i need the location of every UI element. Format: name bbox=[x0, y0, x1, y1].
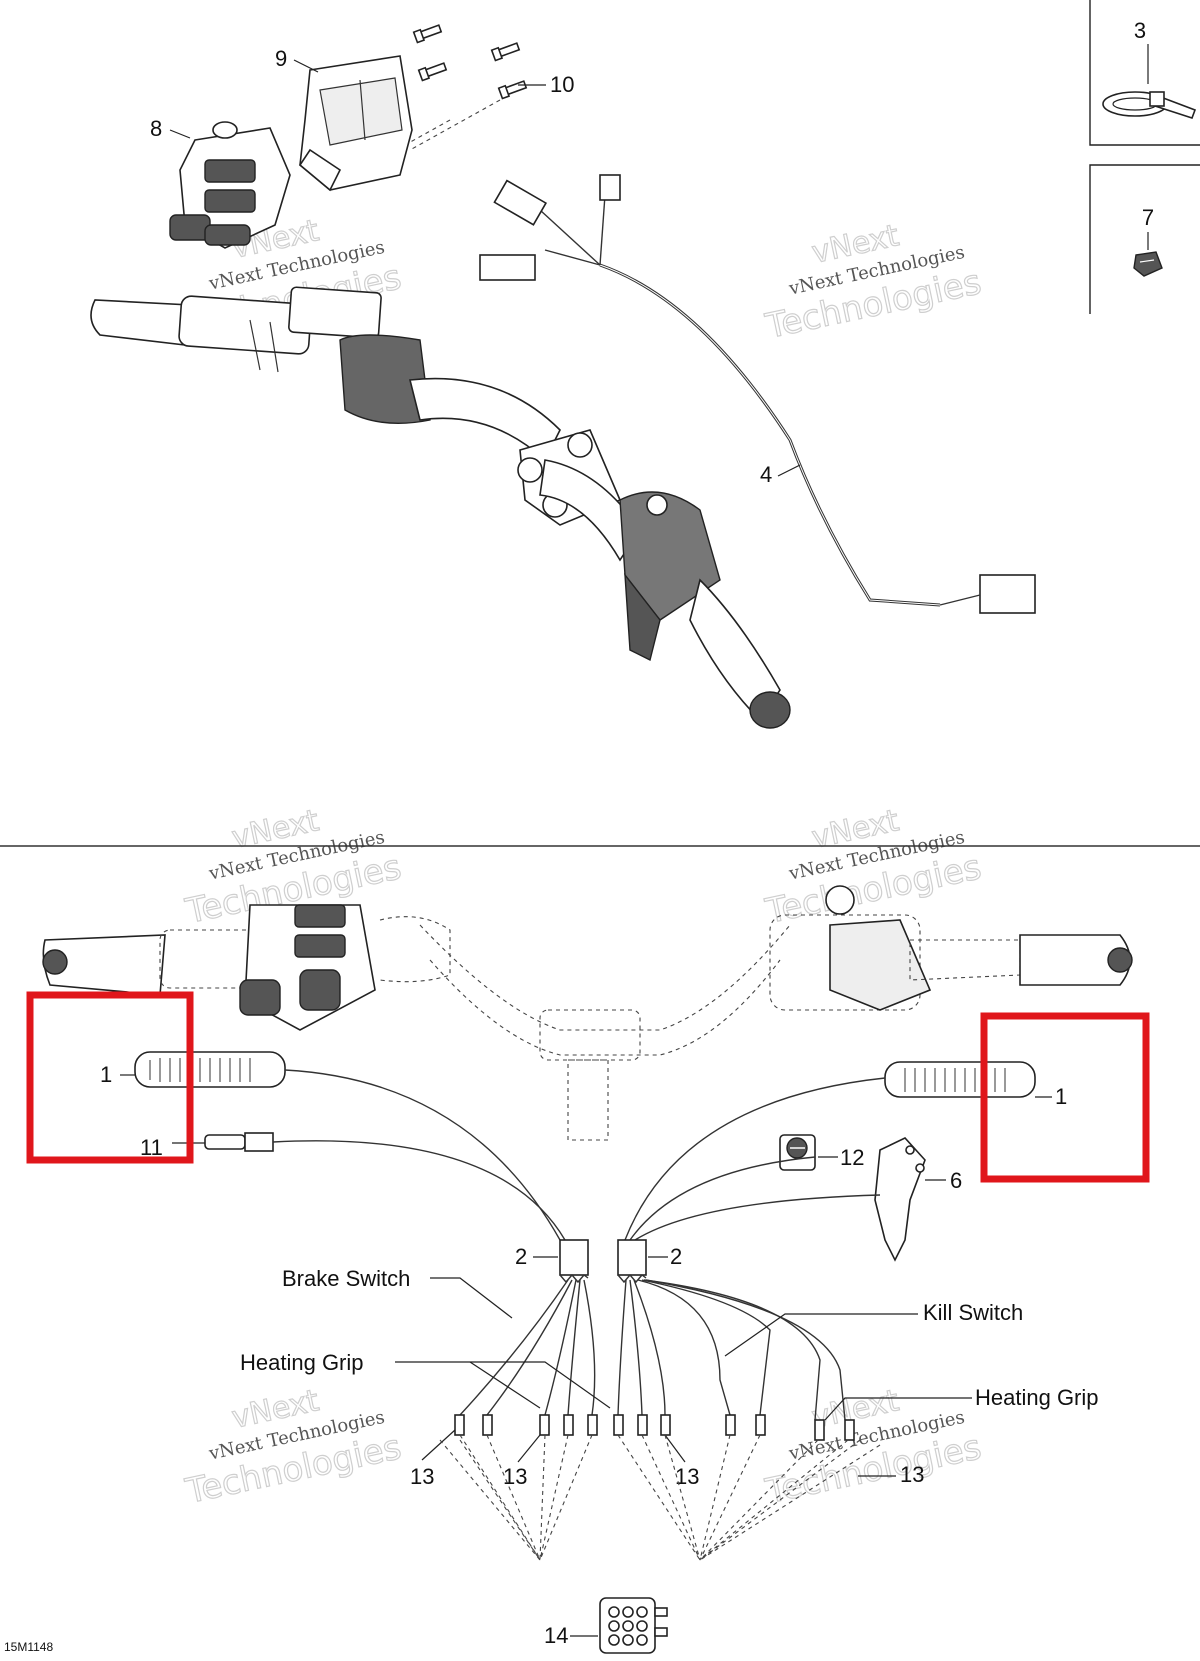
highlight-box-right bbox=[980, 1012, 1150, 1183]
watermark-bottom-right: vNext vNext Technologies Technologies bbox=[761, 1383, 985, 1513]
callout-6: 6 bbox=[950, 1168, 962, 1193]
callout-7: 7 bbox=[1142, 205, 1154, 230]
callout-2-left: 2 bbox=[515, 1244, 527, 1269]
callout-4: 4 bbox=[760, 462, 772, 487]
callout-3: 3 bbox=[1134, 18, 1146, 43]
cable-tie-part bbox=[1102, 91, 1197, 119]
left-grip-assembly bbox=[90, 286, 561, 462]
watermark-bottom-left: vNext vNext Technologies Technologies bbox=[181, 1383, 405, 1513]
callout-1-left: 1 bbox=[100, 1062, 112, 1087]
connector-14 bbox=[599, 1597, 668, 1654]
handlebar-clamp bbox=[517, 429, 641, 562]
diagram-code: 15M1148 bbox=[4, 1640, 53, 1654]
inset-box-3: 3 bbox=[1089, 0, 1200, 146]
bracket-6 bbox=[874, 1137, 926, 1262]
callout-9: 9 bbox=[275, 46, 287, 71]
callout-13-b: 13 bbox=[503, 1464, 527, 1489]
terminals-13 bbox=[454, 1414, 855, 1441]
wiring-harness-4 bbox=[479, 174, 1036, 614]
callout-1-right: 1 bbox=[1055, 1084, 1067, 1109]
label-brake-switch: Brake Switch bbox=[282, 1266, 410, 1291]
callout-13-d: 13 bbox=[900, 1462, 924, 1487]
callout-2-right: 2 bbox=[670, 1244, 682, 1269]
highlight-box-left bbox=[26, 991, 194, 1164]
watermark-top-right: vNext vNext Technologies Technologies bbox=[761, 218, 985, 348]
handlebar-outline bbox=[419, 924, 791, 1141]
bottom-left-switch-assembly bbox=[42, 904, 451, 1031]
part-12 bbox=[779, 1134, 816, 1171]
clip-part bbox=[1133, 251, 1163, 277]
switch-module bbox=[169, 121, 291, 249]
inset-box-7: 7 bbox=[1089, 164, 1200, 314]
connector-routing bbox=[439, 1434, 881, 1561]
fanout-wires bbox=[459, 1279, 846, 1421]
label-heating-grip-left: Heating Grip bbox=[240, 1350, 364, 1375]
label-kill-switch: Kill Switch bbox=[923, 1300, 1023, 1325]
label-heating-grip-right: Heating Grip bbox=[975, 1385, 1099, 1410]
heated-grip-element-left bbox=[134, 1051, 286, 1088]
watermark-mid-right: vNext vNext Technologies Technologies bbox=[761, 803, 985, 933]
callout-12: 12 bbox=[840, 1145, 864, 1170]
right-throttle-assembly bbox=[619, 491, 791, 729]
callout-14: 14 bbox=[544, 1623, 568, 1648]
callout-11: 11 bbox=[140, 1135, 163, 1160]
sleeve-right-2 bbox=[617, 1239, 647, 1284]
callout-13-a: 13 bbox=[410, 1464, 434, 1489]
connector-11 bbox=[204, 1132, 274, 1152]
bottom-right-throttle-assembly bbox=[769, 885, 1133, 1011]
harness-wires bbox=[272, 1069, 886, 1241]
callout-13-c: 13 bbox=[675, 1464, 699, 1489]
callout-10: 10 bbox=[550, 72, 574, 97]
sleeve-left-2 bbox=[559, 1239, 589, 1284]
callout-8: 8 bbox=[150, 116, 162, 141]
switch-housing-cover bbox=[298, 55, 413, 192]
heated-grip-element-right bbox=[884, 1061, 1036, 1098]
